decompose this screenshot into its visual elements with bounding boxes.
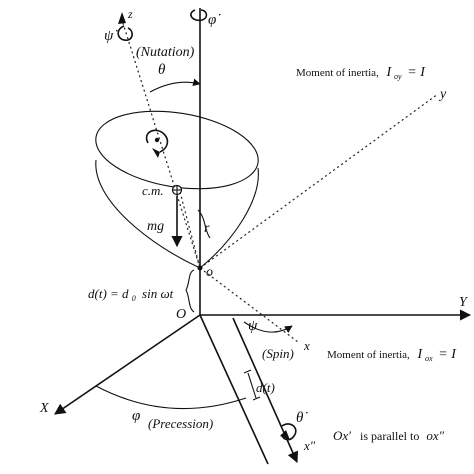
phi-dot-label: φ̇ bbox=[208, 12, 221, 28]
r-brace bbox=[197, 209, 211, 239]
moi-ox-label: Moment of inertia, I ox = I bbox=[327, 347, 457, 364]
d-t-label: d(t) bbox=[256, 380, 275, 395]
X-axis-label: X bbox=[39, 401, 49, 416]
spin-label: (Spin) bbox=[262, 346, 294, 361]
dt-mark-1 bbox=[243, 369, 252, 374]
psi-label: ψ bbox=[248, 318, 258, 334]
phi-dot-rotation-icon bbox=[190, 9, 208, 22]
precession-arc bbox=[95, 385, 247, 410]
z-label: z bbox=[127, 7, 133, 21]
r-label: r bbox=[204, 221, 210, 236]
Y-axis-label: Y bbox=[459, 295, 469, 310]
d-t-equation-label: d(t) = d 0 sin ωt bbox=[88, 286, 174, 304]
psi-dot-label: ψ̇ bbox=[104, 28, 118, 44]
o-small-label: o bbox=[206, 265, 213, 280]
spin-icon-head bbox=[152, 148, 160, 158]
dt-bar bbox=[247, 372, 257, 399]
top-upper-face bbox=[95, 110, 259, 190]
theta-dot-rotation-head bbox=[280, 430, 290, 440]
dt-brace bbox=[185, 269, 195, 313]
x-body-axis bbox=[199, 267, 299, 343]
y-body-axis bbox=[199, 93, 439, 269]
theta-dot-label: θ̇ bbox=[296, 410, 308, 426]
O-label: O bbox=[176, 307, 186, 322]
phi-label: φ bbox=[132, 408, 140, 424]
cm-to-o-line bbox=[179, 191, 201, 269]
Ox-prime-line bbox=[199, 314, 269, 465]
z-body-axis bbox=[121, 19, 201, 269]
x-double-prime-label: x″ bbox=[303, 438, 316, 453]
y-body-label: y bbox=[438, 87, 447, 102]
theta-label: θ bbox=[158, 62, 166, 78]
nutation-label: (Nutation) bbox=[136, 45, 195, 60]
psi-arc bbox=[243, 321, 293, 333]
x-body-label: x bbox=[303, 338, 310, 353]
spin-icon bbox=[145, 129, 169, 153]
theta-dot-rotation-icon bbox=[281, 423, 297, 441]
cm-label: c.m. bbox=[142, 183, 164, 198]
z-arrowhead bbox=[118, 12, 126, 24]
X-axis-line bbox=[54, 314, 201, 415]
pivot-point bbox=[197, 265, 203, 271]
psi-dot-rotation-icon bbox=[117, 25, 133, 41]
precession-label: (Precession) bbox=[148, 416, 213, 431]
top-center-dot bbox=[154, 137, 160, 143]
nutation-arc bbox=[149, 78, 201, 93]
parallel-note: Ox′ is parallel to ox″ bbox=[333, 428, 445, 443]
dt-mark-2 bbox=[252, 396, 261, 401]
mg-label: mg bbox=[147, 219, 164, 234]
moi-oy-label: Moment of inertia, I oy = I bbox=[296, 65, 426, 82]
